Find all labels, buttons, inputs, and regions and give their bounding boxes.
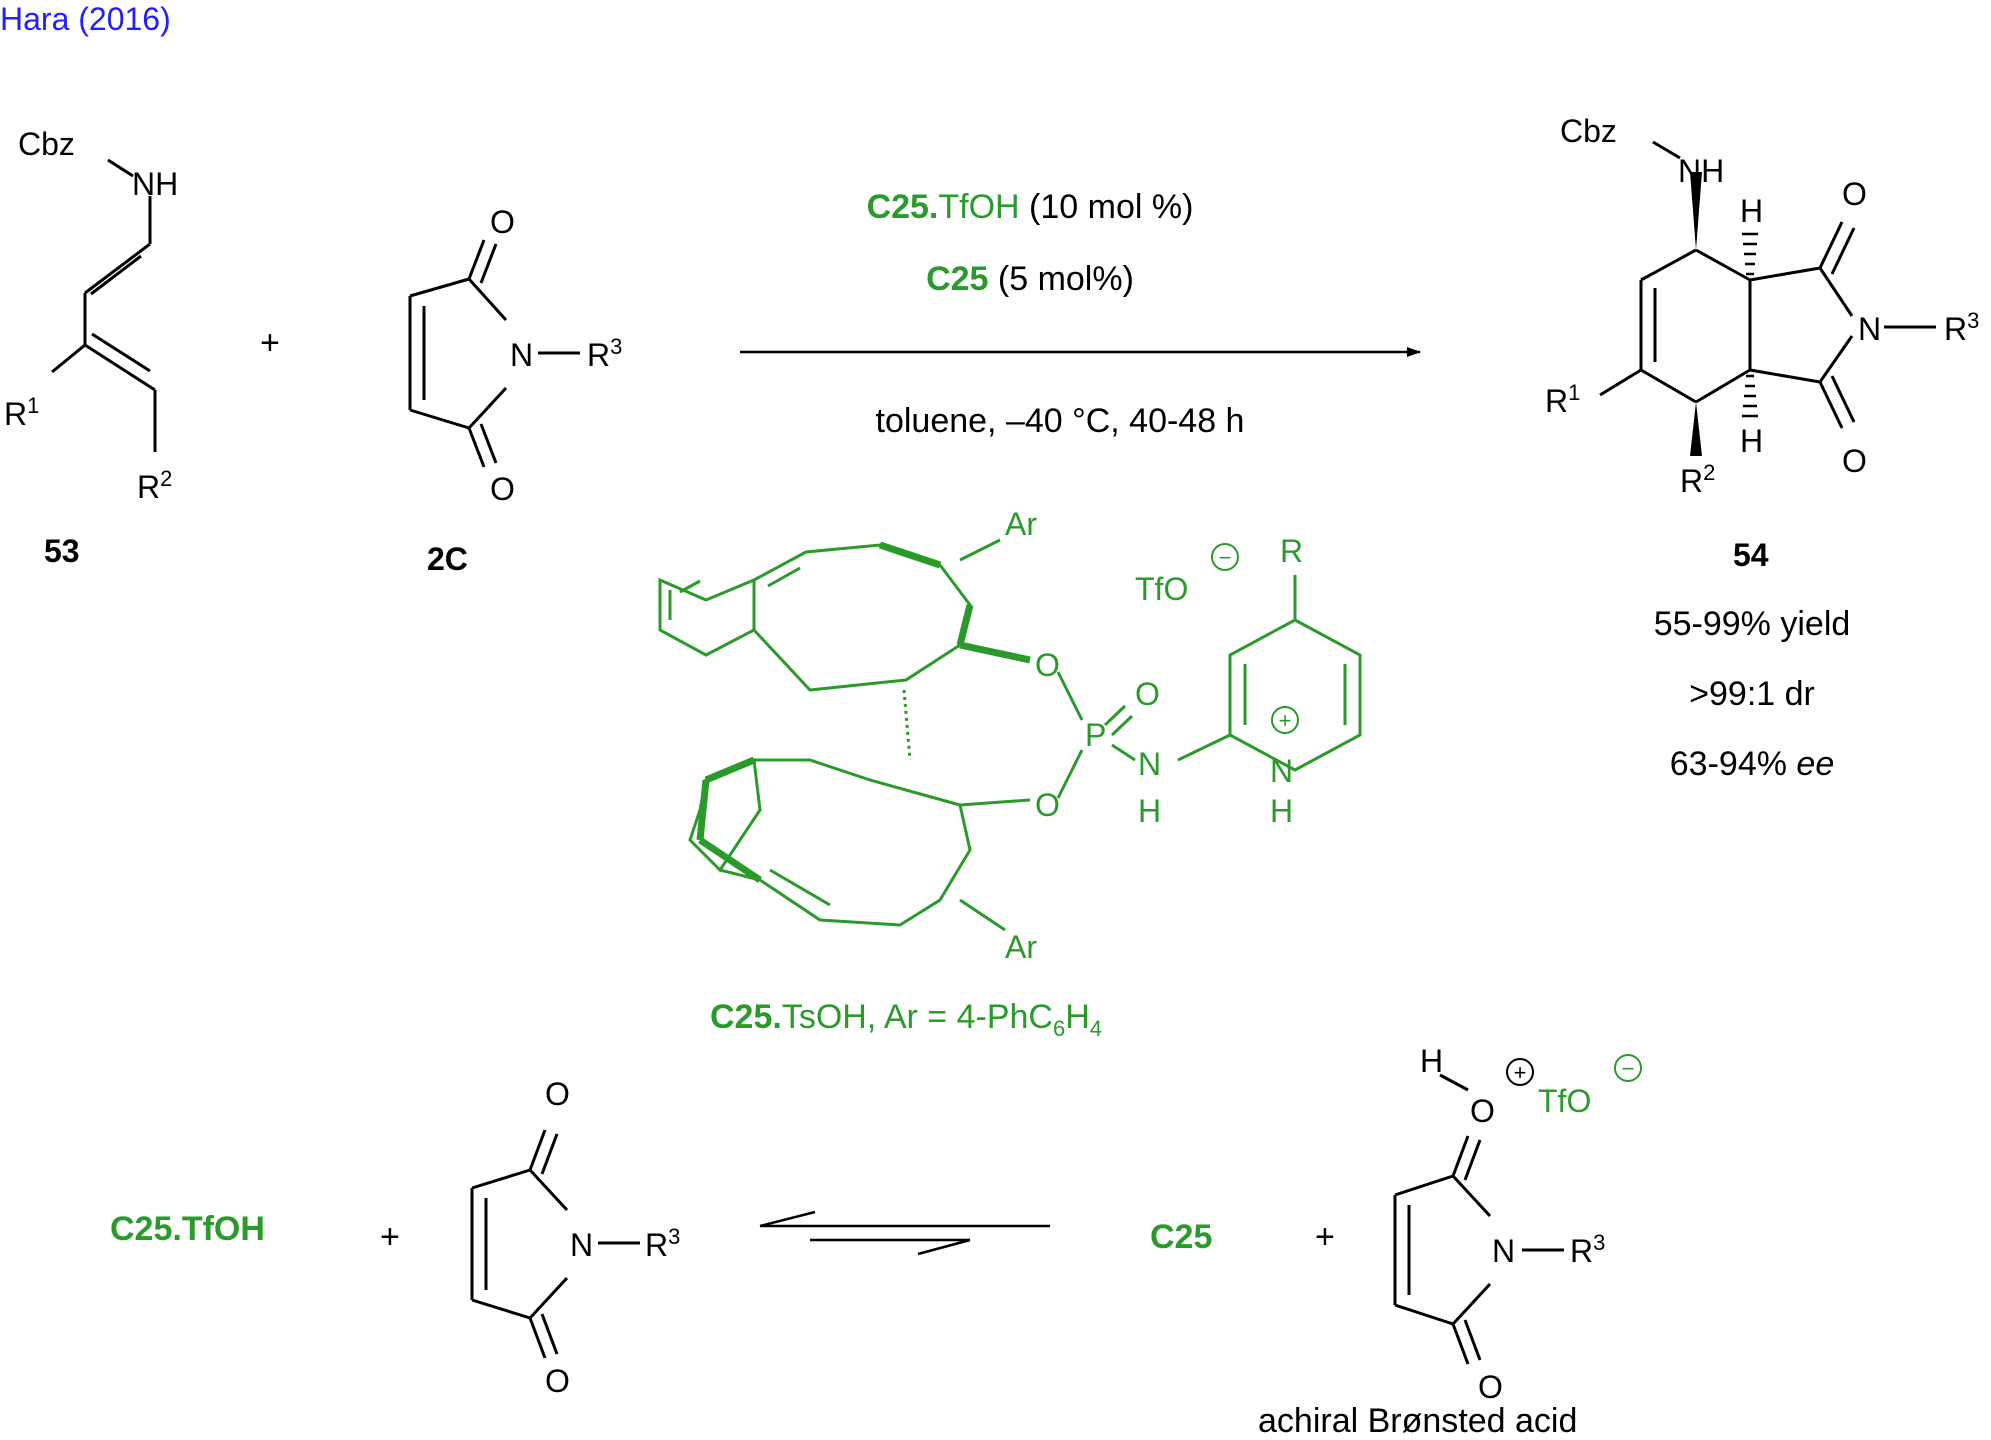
catalyst-caption: C25.TsOH, Ar = 4-PhC6H4: [710, 998, 1102, 1041]
maleimide-n: N: [510, 337, 533, 373]
maleimide-r3: R3: [587, 334, 622, 373]
eq-maleimide-o-top: O: [545, 1076, 570, 1112]
equilibrium-arrows: [759, 1210, 1050, 1256]
product-r1: R1: [1545, 380, 1580, 419]
plus-sign-1: +: [260, 324, 280, 362]
product-yield: 55-99% yield: [1654, 605, 1851, 643]
catalyst-o-lower: O: [1035, 787, 1060, 823]
catalyst-minus-circle: [1211, 543, 1239, 571]
diene-53: [51, 158, 157, 452]
equilibrium-caption: achiral Brønsted acid: [1258, 1402, 1577, 1440]
protonated-plus: +: [1514, 1060, 1527, 1085]
product-o-bottom: O: [1842, 443, 1867, 479]
eq-maleimide-o-bottom: O: [545, 1363, 570, 1399]
diene-cbz: Cbz: [18, 126, 75, 162]
catalyst-p: P: [1085, 717, 1106, 753]
eq-maleimide-r3: R3: [645, 1224, 680, 1263]
product-hash-bottom: [1742, 374, 1758, 418]
catalyst-pyr-n: N: [1270, 753, 1293, 789]
protonated-o-bottom: O: [1478, 1369, 1503, 1405]
protonated-plus-circle: [1506, 1058, 1534, 1086]
diene-nh: NH: [132, 166, 178, 202]
catalyst-o-upper: O: [1035, 647, 1060, 683]
plus-sign-3: +: [1315, 1218, 1335, 1256]
product-o-top: O: [1842, 176, 1867, 212]
catalyst-pyr-h: H: [1270, 793, 1293, 829]
equilibrium-right-catalyst: C25: [1150, 1218, 1212, 1256]
catalyst-nh-n: N: [1138, 746, 1161, 782]
catalyst-minus: −: [1219, 545, 1232, 570]
product-hash-top: [1742, 232, 1758, 276]
product-wedge-nh: [1690, 172, 1702, 250]
product-label: 54: [1733, 537, 1769, 573]
catalyst-o-double: O: [1135, 676, 1160, 712]
equilibrium-left-catalyst: C25.TfOH: [110, 1210, 265, 1248]
protonated-tfo: TfO: [1538, 1083, 1591, 1119]
protonated-maleimide: [1393, 1073, 1564, 1365]
citation: Hara (2016): [0, 1, 171, 37]
protonated-o-plus: O: [1470, 1093, 1495, 1129]
protonated-r3: R3: [1570, 1230, 1605, 1269]
diene-label: 53: [44, 533, 80, 569]
product-r3: R3: [1944, 308, 1979, 347]
plus-sign-2: +: [380, 1218, 400, 1256]
maleimide-label: 2C: [427, 541, 468, 577]
equilibrium-maleimide: [470, 1129, 640, 1359]
conditions-line1: C25.TfOH (10 mol %): [867, 188, 1194, 226]
catalyst-plus: +: [1279, 708, 1292, 733]
protonated-minus: −: [1622, 1056, 1635, 1081]
catalyst-r: R: [1280, 533, 1303, 569]
product-n: N: [1858, 311, 1881, 347]
product-dr: >99:1 dr: [1689, 675, 1815, 713]
diene-r2: R2: [137, 466, 172, 505]
catalyst-ar-top: Ar: [1005, 506, 1037, 542]
catalyst-nh-h: H: [1138, 793, 1161, 829]
protonated-minus-circle: [1614, 1054, 1642, 1082]
product-h-top: H: [1740, 193, 1763, 229]
maleimide-o-bottom: O: [490, 471, 515, 507]
product-h-bottom: H: [1740, 423, 1763, 459]
protonated-n: N: [1492, 1233, 1515, 1269]
maleimide-o-top: O: [490, 204, 515, 240]
catalyst-c25: [658, 538, 1362, 932]
catalyst-tfo: TfO: [1135, 571, 1188, 607]
product-nh: NH: [1678, 153, 1724, 189]
maleimide-2c: [408, 239, 580, 468]
conditions-line3: toluene, –40 °C, 40-48 h: [876, 402, 1245, 440]
product-cbz: Cbz: [1560, 113, 1617, 149]
product-r2: R2: [1680, 460, 1715, 499]
eq-maleimide-n: N: [570, 1227, 593, 1263]
product-wedge-r2: [1690, 402, 1702, 456]
protonated-h: H: [1420, 1043, 1443, 1079]
catalyst-plus-circle: [1271, 706, 1299, 734]
diene-r1: R1: [4, 393, 39, 432]
product-54: [1599, 140, 1936, 429]
product-ee: 63-94% ee: [1670, 745, 1834, 783]
catalyst-ar-bottom: Ar: [1005, 929, 1037, 965]
conditions-line2: C25 (5 mol%): [926, 260, 1134, 298]
